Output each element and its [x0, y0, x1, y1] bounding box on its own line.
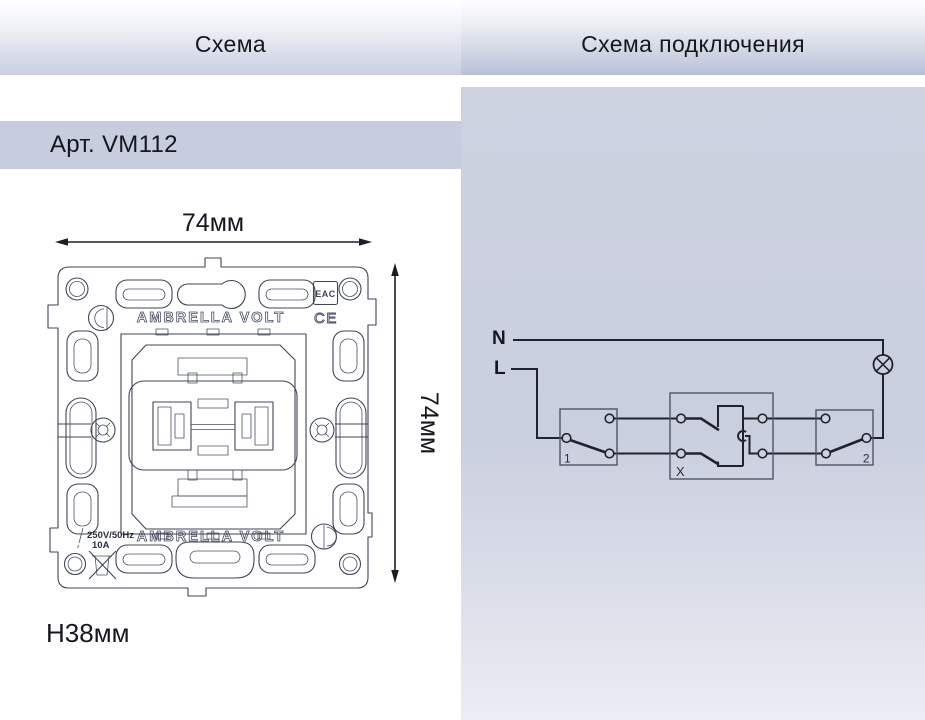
- dimension-height: 74мм: [391, 263, 443, 583]
- connection-scheme-panel: N L: [461, 87, 925, 720]
- rating-current: 10A: [92, 540, 110, 551]
- height-value: 74мм: [415, 392, 443, 454]
- eac-mark: EAC: [312, 280, 339, 306]
- left-side-slots: [65, 330, 99, 535]
- article-band: Арт. VM112: [0, 121, 461, 169]
- right-side-slots: [332, 330, 367, 535]
- line-wire: [511, 368, 562, 439]
- switch-module: [128, 344, 298, 530]
- mechanism-window: [120, 328, 307, 540]
- bottom-claw-slots: [115, 541, 316, 579]
- rating-marks: 250V/50Hz 10A: [77, 527, 134, 580]
- lamp-icon: [872, 354, 894, 375]
- cross-switch-label: X: [676, 464, 685, 479]
- wiring-diagram: N L: [492, 328, 894, 480]
- top-claw-slots: [115, 279, 316, 310]
- switch1-label: 1: [564, 452, 571, 466]
- lamp-to-switch2-wire: [871, 374, 884, 439]
- scheme-panel: Арт. VM112 74мм 74мм: [0, 87, 461, 720]
- ce-mark: CE: [314, 310, 338, 327]
- depth-dimension-label: H38мм: [46, 618, 130, 648]
- brand-text-bottom: AMBRELLA VOLT: [137, 529, 285, 545]
- recycle-symbol-bottom: [310, 523, 338, 550]
- header-connection-scheme: Схема подключения: [461, 0, 925, 75]
- header-divider: [0, 75, 925, 87]
- header-scheme-label: Схема: [194, 31, 267, 57]
- weee-crossed-bin-icon: [88, 550, 117, 580]
- fixing-screw-right: [309, 417, 368, 443]
- dimension-width: 74мм: [55, 209, 372, 246]
- fixing-screw-left: [58, 417, 116, 443]
- neutral-label: N: [492, 328, 506, 349]
- content-area: Арт. VM112 74мм 74мм: [0, 87, 925, 720]
- neutral-wire: [513, 339, 884, 355]
- switch1-box: 1: [559, 408, 618, 466]
- article-number: Арт. VM112: [50, 131, 178, 158]
- header-scheme: Схема: [0, 0, 461, 75]
- recycle-symbol-top: [87, 304, 115, 332]
- section-headers: Схема Схема подключения: [0, 0, 925, 75]
- eac-label: EAC: [315, 289, 336, 299]
- mounting-plate: EAC CE AMBRELLA VOLT: [47, 257, 377, 597]
- rating-voltage: 250V/50Hz: [87, 530, 134, 541]
- switch2-box: 2: [815, 409, 874, 466]
- header-connection-scheme-label: Схема подключения: [581, 31, 805, 57]
- brand-text-top: AMBRELLA VOLT: [137, 310, 285, 326]
- switch-mechanism-drawing: 74мм 74мм: [47, 209, 443, 597]
- switch2-label: 2: [863, 452, 870, 466]
- line-label: L: [494, 358, 506, 379]
- width-value: 74мм: [182, 209, 244, 237]
- cross-switch-box: X: [669, 392, 774, 480]
- corner-screw-holes: [63, 277, 362, 576]
- pen-icon: [77, 527, 84, 549]
